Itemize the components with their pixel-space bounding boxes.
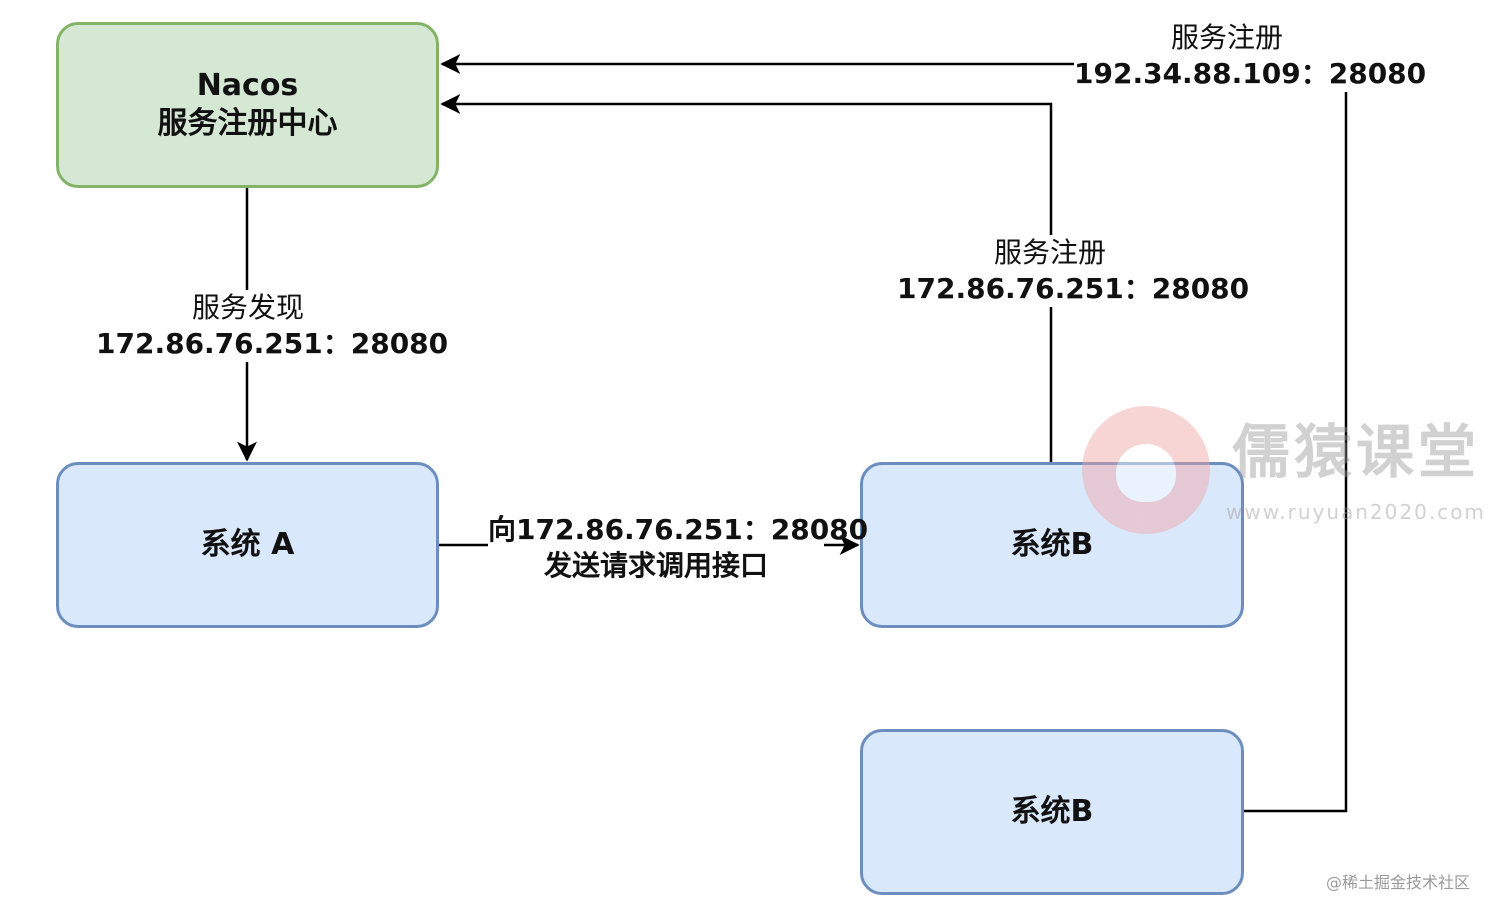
edge-register-top (440, 54, 1348, 813)
system-b-top-label: 系统B (1010, 527, 1094, 562)
edge-label-discovery: 服务发现 172.86.76.251：28080 (96, 290, 449, 362)
edge-label-call: 向172.86.76.251：28080 发送请求调用接口 (488, 512, 869, 584)
register-top-label-address: 192.34.88.109：28080 (1074, 57, 1427, 90)
discovery-label-address: 172.86.76.251：28080 (96, 327, 449, 360)
system-b-top-node[interactable]: 系统B (860, 462, 1244, 628)
call-label-target: 向172.86.76.251：28080 (488, 513, 869, 546)
nacos-registry-node[interactable]: Nacos 服务注册中心 (56, 22, 439, 188)
system-a-label: 系统 A (200, 527, 295, 562)
discovery-label-title: 服务发现 (191, 291, 304, 324)
call-label-action: 发送请求调用接口 (543, 549, 768, 582)
system-b-bottom-node[interactable]: 系统B (860, 729, 1244, 895)
register-mid-label-address: 172.86.76.251：28080 (897, 272, 1250, 305)
edge-label-register-mid: 服务注册 172.86.76.251：28080 (897, 235, 1250, 307)
watermark-url: www.ruyuan2020.com (1226, 500, 1486, 524)
system-b-bottom-label: 系统B (1010, 794, 1094, 829)
watermark: 儒猿课堂 www.ruyuan2020.com (1082, 406, 1502, 536)
source-credit: @稀土掘金技术社区 (1326, 873, 1471, 892)
watermark-title: 儒猿课堂 (1232, 418, 1481, 486)
edge-register-mid (440, 94, 1053, 462)
register-mid-label-title: 服务注册 (993, 236, 1106, 269)
monkey-logo-icon (1082, 406, 1210, 534)
register-top-label-title: 服务注册 (1170, 21, 1283, 54)
nacos-subtitle: 服务注册中心 (157, 106, 338, 141)
nacos-title: Nacos (196, 68, 299, 103)
edge-label-register-top: 服务注册 192.34.88.109：28080 (1074, 20, 1427, 92)
system-a-node[interactable]: 系统 A (56, 462, 439, 628)
